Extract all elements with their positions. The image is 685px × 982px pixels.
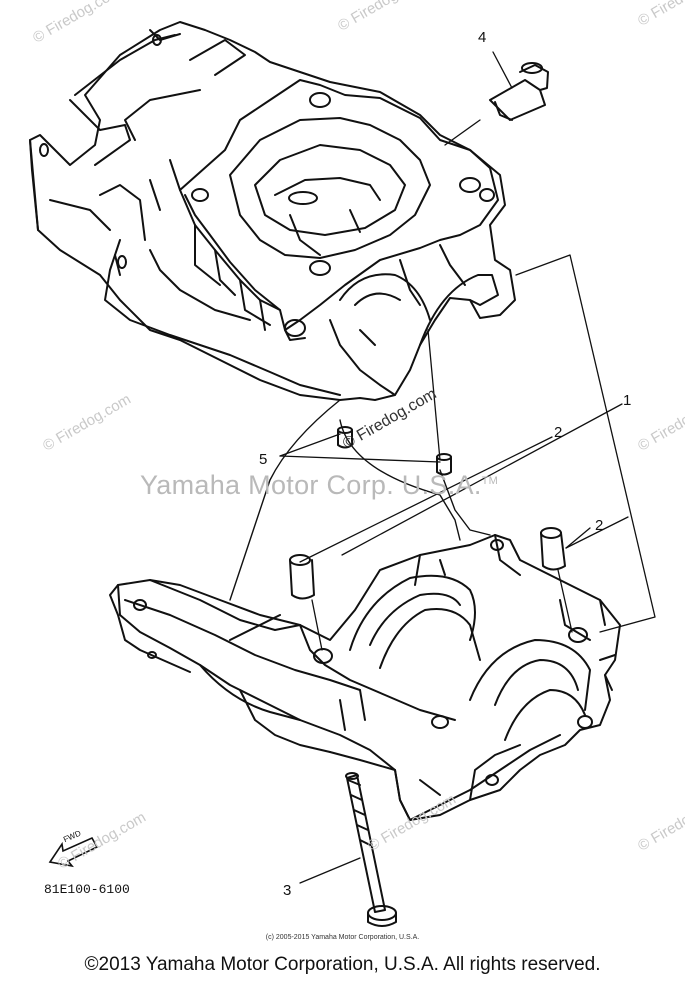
part-2-dowel-left [289,554,315,600]
part-code: 81E100-6100 [44,882,130,897]
callout-2-upper: 2 [554,424,563,441]
callout-5: 5 [259,451,268,468]
fwd-arrow-icon [48,836,99,868]
upper-crankcase [29,21,516,401]
part-3-bolt [345,772,397,927]
part-4-fitting [489,62,549,121]
leader-lines [279,51,656,884]
part-5-pins [337,426,452,476]
callout-3: 3 [283,882,292,899]
callout-1: 1 [623,392,632,409]
callout-2-lower: 2 [595,517,604,534]
callout-4: 4 [478,29,487,46]
part-2-dowel-right [540,527,566,571]
small-copyright: (c) 2005-2015 Yamaha Motor Corporation, … [265,934,420,941]
brand-watermark: Yamaha Motor Corp. U.S.A.TM [140,470,499,500]
lower-crankcase [109,534,621,821]
copyright-notice: ©2013 Yamaha Motor Corporation, U.S.A. A… [84,954,601,975]
